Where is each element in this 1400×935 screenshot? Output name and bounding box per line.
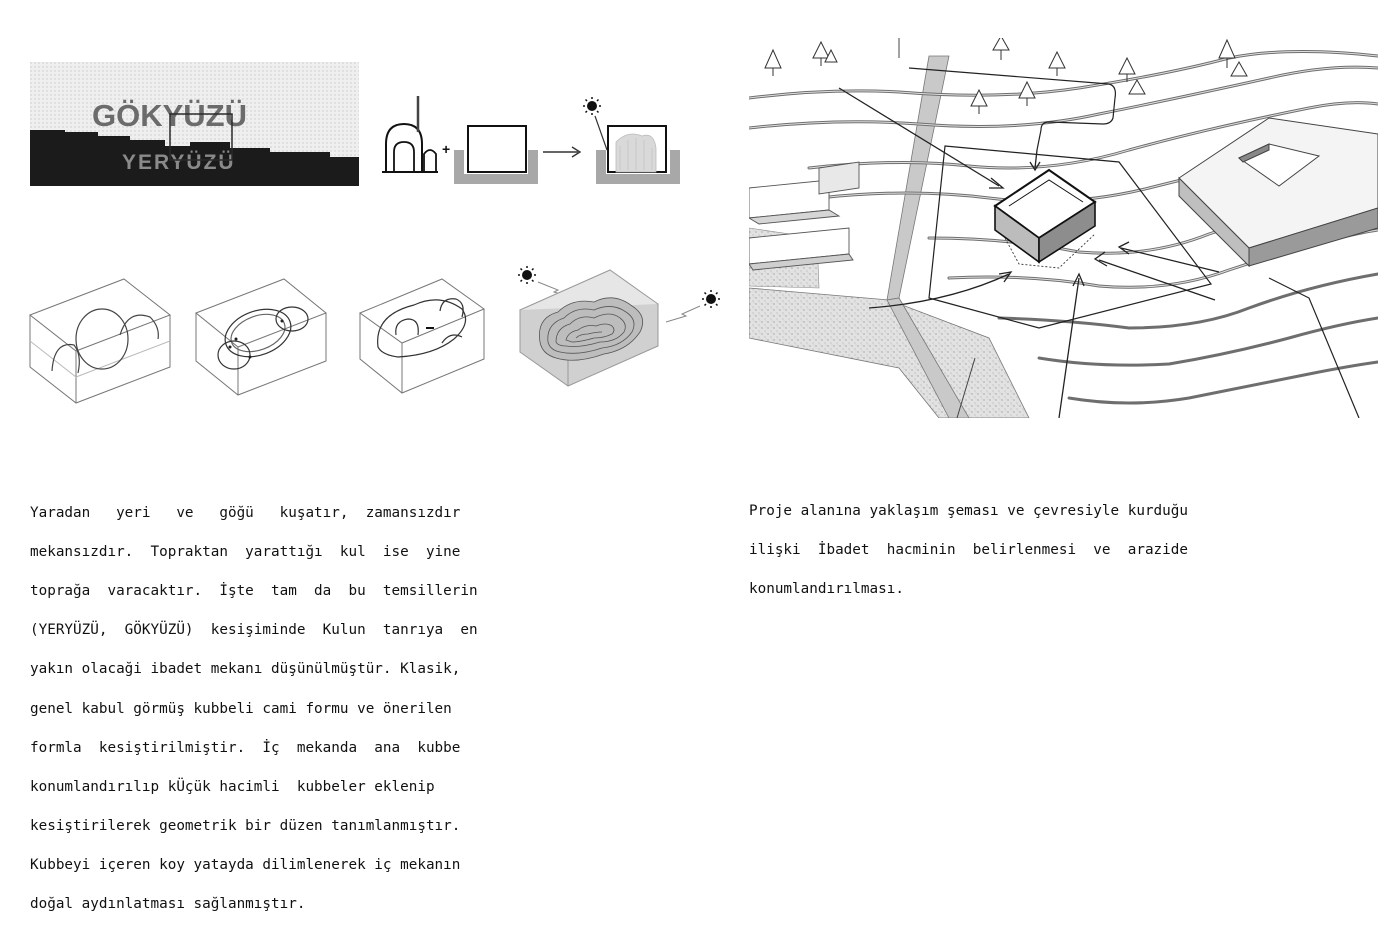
sun-icon-left [518,266,536,284]
dome-iso-diagram-3 [358,275,486,397]
caption-left-line: Kubbeyi içeren koy yatayda dilimlenerek … [30,857,461,874]
caption-left-line: formla kesiştirilmiştir. İç mekanda ana … [30,739,461,756]
worship-volume-box [993,168,1097,269]
dome-iso-diagram-1 [28,275,174,407]
caption-left-line: kesiştirilerek geometrik bir düzen tanım… [30,818,461,835]
box-in-ground-icon [454,125,538,184]
dome-iso-diagram-2 [194,275,330,399]
caption-left-line: toprağa varacaktır. İşte tam da bu temsi… [30,582,478,599]
form-combination-diagram: + [380,92,685,188]
caption-left-line: genel kabul görmüş kubbeli cami formu ve… [30,700,452,717]
mosque-icon [382,96,438,173]
caption-left: Yaradan yeri ve göğü kuşatır, zamansızdı… [30,484,478,935]
combined-form-icon [596,125,680,184]
plus-sign: + [442,141,450,157]
caption-left-line: konumlandırılıp kÜçük hacimli kubbeler e… [30,778,435,795]
caption-left-line: Yaradan yeri ve göğü kuşatır, zamansızdı… [30,504,461,521]
caption-right: Proje alanına yaklaşım şeması ve çevresi… [749,482,1188,619]
caption-right-line: ilişki İbadet hacminin belirlenmesi ve a… [749,541,1188,558]
caption-right-line: konumlandırılması. [749,580,904,597]
caption-left-line: mekansızdır. Topraktan yarattığı kul ise… [30,543,461,560]
dome-sliced-lighting-diagram [514,262,726,388]
caption-left-line: yakın olacaği ibadet mekanı düşünülmüştü… [30,661,461,678]
sun-icon-right [702,290,720,308]
earth-word: YERYÜZÜ [122,151,236,174]
caption-right-line: Proje alanına yaklaşım şeması ve çevresi… [749,502,1188,519]
caption-left-line: (YERYÜZÜ, GÖKYÜZÜ) kesişiminde Kulun tan… [30,622,478,639]
site-approach-axonometric [749,38,1378,418]
arrow-icon [543,146,582,158]
sun-icon [583,97,608,151]
sky-earth-collage: GÖKYÜZÜ YERYÜZÜ [30,62,359,186]
caption-left-line: doğal aydınlatması sağlanmıştır. [30,896,306,913]
